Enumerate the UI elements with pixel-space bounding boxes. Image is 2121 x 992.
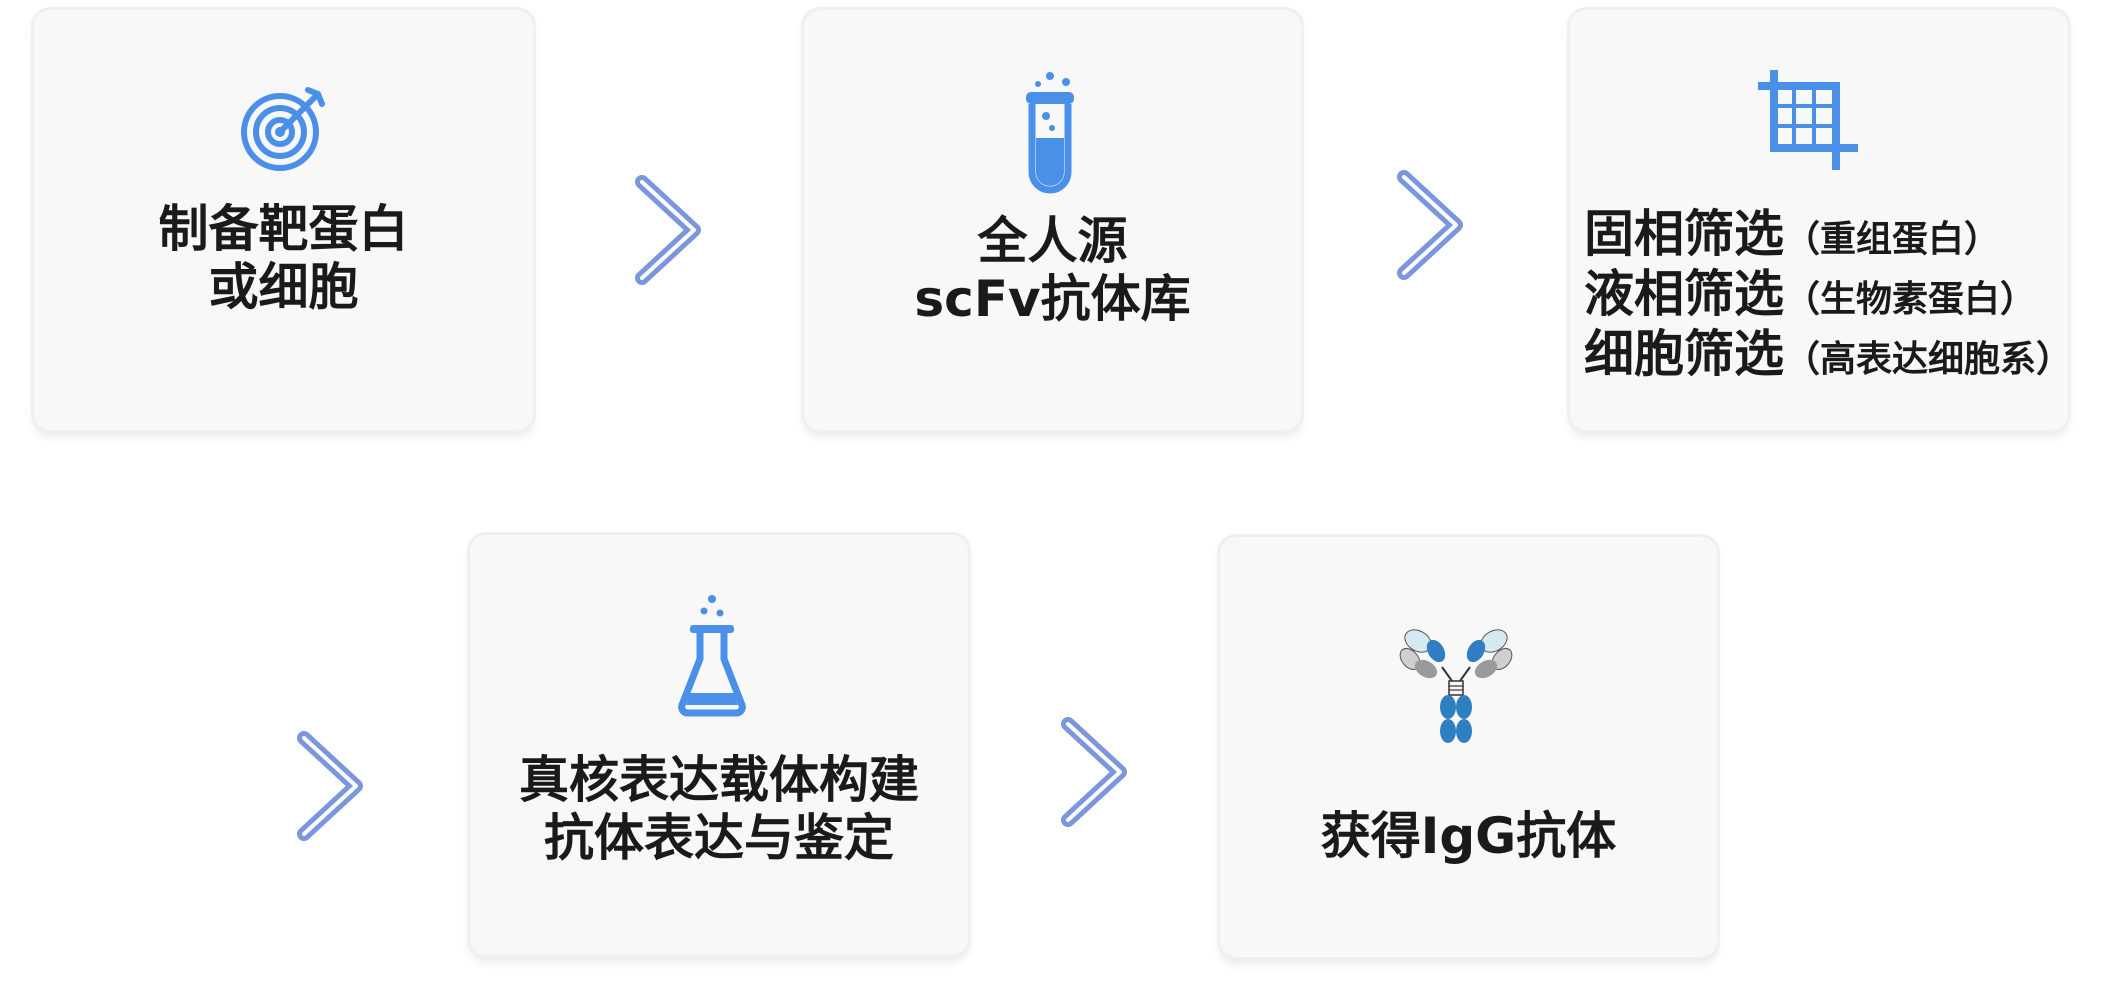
antibody-icon <box>1399 629 1513 743</box>
step-2-line-1: 全人源 <box>977 212 1128 270</box>
step-4-line-2: 抗体表达与鉴定 <box>544 809 894 867</box>
screening-methods-list: 固相筛选（重组蛋白） 液相筛选（生物素蛋白） 细胞筛选（高表达细胞系） <box>1584 204 2072 384</box>
step-5-line-1: 获得IgG抗体 <box>1320 807 1617 865</box>
chevron-right-icon <box>1061 717 1127 827</box>
step-card-1: 制备靶蛋白 或细胞 <box>34 10 533 430</box>
step-1-line-2: 或细胞 <box>208 258 359 316</box>
grid-crop-icon <box>1758 70 1858 170</box>
step-label-2: 全人源 scFv抗体库 <box>804 212 1301 328</box>
screening-method-row: 液相筛选（生物素蛋白） <box>1584 264 2072 324</box>
flask-icon <box>678 595 746 717</box>
step-card-3: 固相筛选（重组蛋白） 液相筛选（生物素蛋白） 细胞筛选（高表达细胞系） <box>1570 10 2072 430</box>
step-label-5: 获得IgG抗体 <box>1220 807 1717 865</box>
step-4-line-1: 真核表达载体构建 <box>519 751 919 809</box>
chevron-right-icon <box>1397 170 1463 280</box>
chevron-right-icon <box>297 731 363 841</box>
step-label-4: 真核表达载体构建 抗体表达与鉴定 <box>470 751 968 867</box>
test-tube-icon <box>1026 72 1074 194</box>
method-name: 液相筛选 <box>1584 265 1784 323</box>
chevron-right-icon <box>635 175 701 285</box>
method-note: （重组蛋白） <box>1784 219 2001 260</box>
method-note: （生物素蛋白） <box>1784 279 2037 320</box>
method-name: 固相筛选 <box>1584 205 1784 263</box>
target-icon <box>241 87 325 171</box>
step-card-5: 获得IgG抗体 <box>1220 537 1717 957</box>
step-card-4: 真核表达载体构建 抗体表达与鉴定 <box>470 535 968 955</box>
step-label-1: 制备靶蛋白 或细胞 <box>34 200 533 316</box>
method-note: （高表达细胞系） <box>1784 339 2073 380</box>
step-card-2: 全人源 scFv抗体库 <box>804 10 1301 430</box>
method-name: 细胞筛选 <box>1584 325 1784 383</box>
screening-method-row: 细胞筛选（高表达细胞系） <box>1584 324 2072 384</box>
step-2-line-2: scFv抗体库 <box>914 270 1191 328</box>
screening-method-row: 固相筛选（重组蛋白） <box>1584 204 2072 264</box>
step-1-line-1: 制备靶蛋白 <box>158 200 409 258</box>
